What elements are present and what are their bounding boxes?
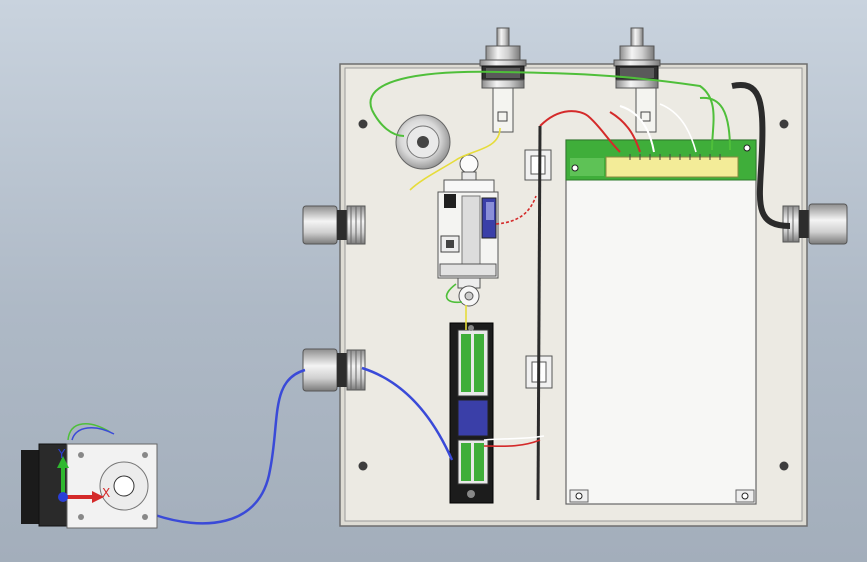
cable-gland-left-lower [302, 348, 366, 392]
cable-gland-right [782, 203, 848, 245]
rotary-knob [395, 114, 451, 170]
motor-cable [154, 368, 306, 525]
y-axis-label: Y [57, 447, 66, 461]
power-supply-module [565, 139, 757, 505]
switch-module [437, 154, 499, 307]
coordinate-triad: Y X [57, 447, 110, 503]
mounting-holes [358, 119, 789, 471]
stepper-motor [21, 423, 158, 529]
stepper-driver [449, 322, 494, 504]
cable-tie-mount-upper [524, 149, 552, 181]
cable-gland-left-upper [302, 205, 366, 245]
motor-cable-inside [361, 366, 454, 461]
wiring [369, 70, 791, 501]
x-axis-label: X [102, 486, 110, 500]
